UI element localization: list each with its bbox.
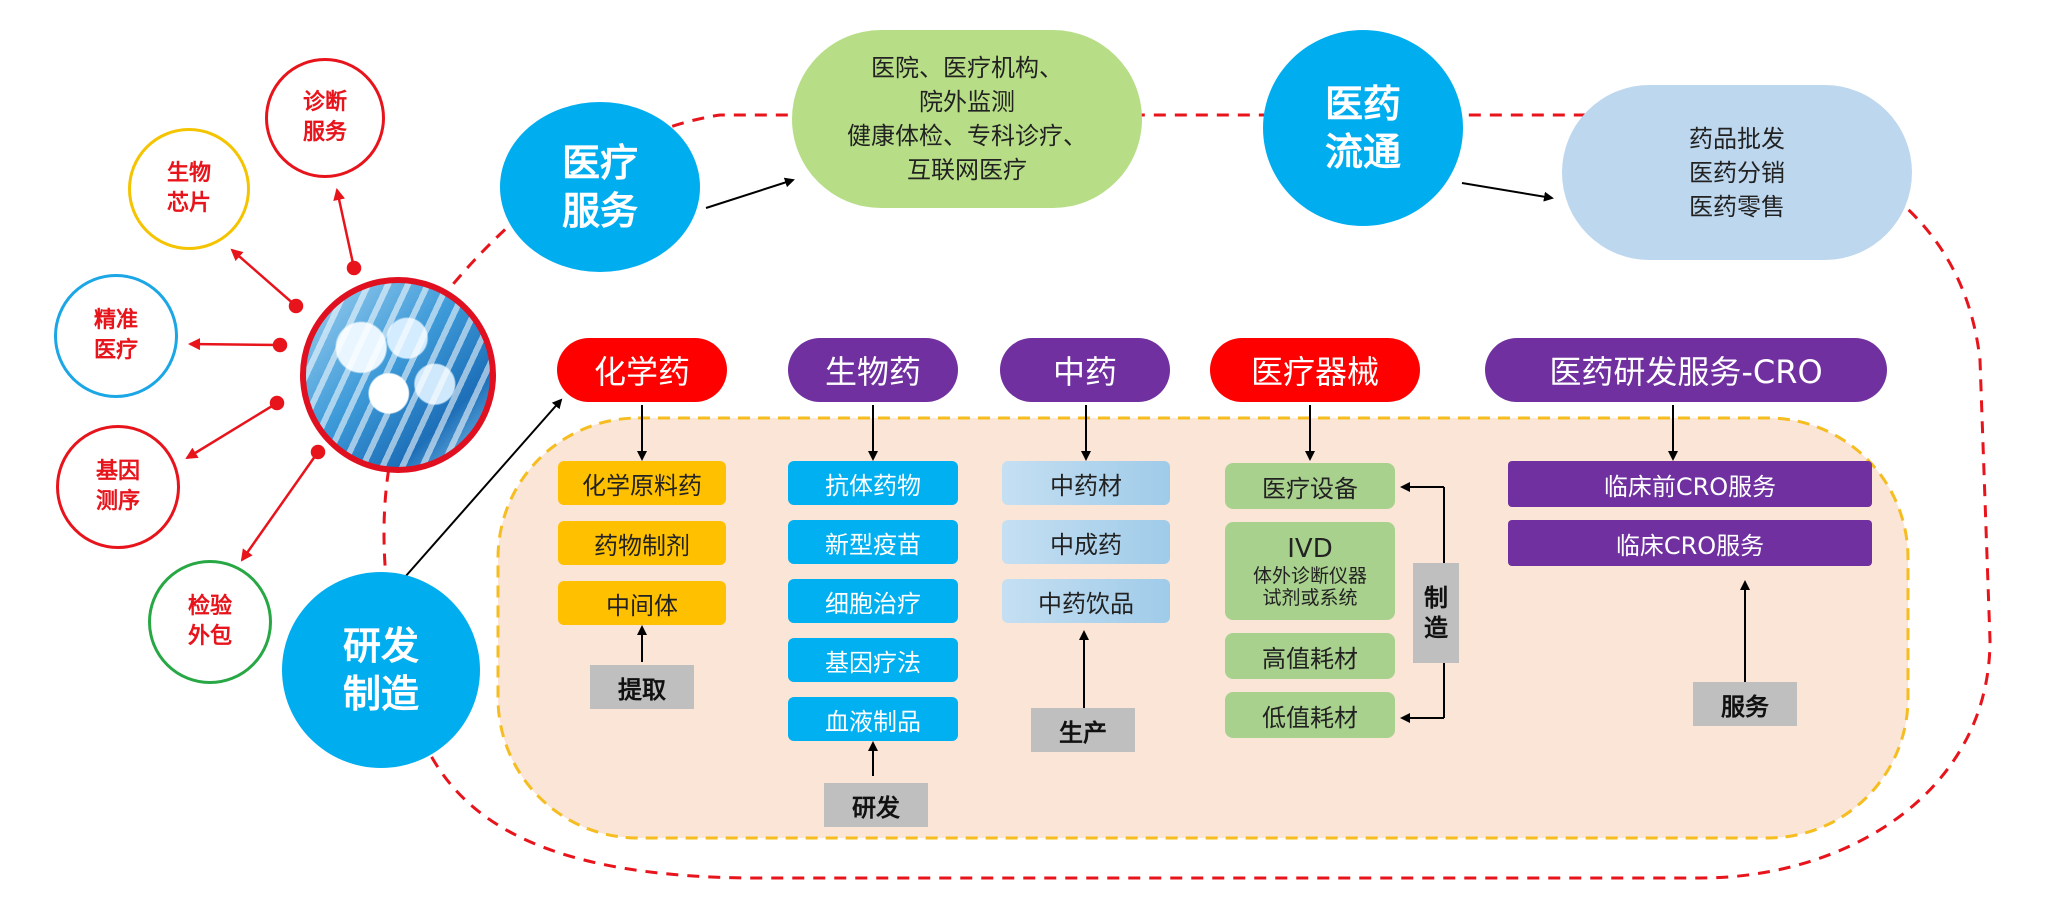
item-ivd: IVD 体外诊断仪器 试剂或系统 <box>1225 522 1395 620</box>
category-tcm: 中药 <box>1000 338 1170 402</box>
item-chemical-raw-material: 化学原料药 <box>558 461 726 505</box>
category-biologic-drug: 生物药 <box>788 338 958 402</box>
item-new-vaccine: 新型疫苗 <box>788 520 958 564</box>
item-gene-therapy: 基因疗法 <box>788 638 958 682</box>
item-low-value-consumables: 低值耗材 <box>1225 692 1395 738</box>
satellite-diagnostic-service: 诊断 服务 <box>265 58 385 178</box>
process-research: 研发 <box>824 783 928 827</box>
item-tcm-pieces: 中药饮品 <box>1002 579 1170 623</box>
process-extraction: 提取 <box>590 665 694 709</box>
hub-pharma-distribution: 医药 流通 <box>1263 30 1463 226</box>
item-high-value-consumables: 高值耗材 <box>1225 633 1395 679</box>
hub-rnd-manufacturing: 研发 制造 <box>282 572 480 768</box>
item-tcm-herbs: 中药材 <box>1002 461 1170 505</box>
ivd-subtitle: 体外诊断仪器 试剂或系统 <box>1252 565 1367 609</box>
satellite-testing-outsourcing: 检验 外包 <box>148 560 272 684</box>
item-intermediate: 中间体 <box>558 581 726 625</box>
hub-medical-service: 医疗 服务 <box>500 102 700 272</box>
category-medical-device: 医疗器械 <box>1210 338 1420 402</box>
category-chemical-drug: 化学药 <box>557 338 727 402</box>
item-clinical-cro: 临床CRO服务 <box>1508 520 1872 566</box>
item-cell-therapy: 细胞治疗 <box>788 579 958 623</box>
distribution-description: 药品批发 医药分销 医药零售 <box>1562 85 1912 260</box>
medical-service-description: 医院、医疗机构、 院外监测 健康体检、专科诊疗、 互联网医疗 <box>792 30 1142 208</box>
satellite-gene-sequencing: 基因 测序 <box>56 425 180 549</box>
item-blood-products: 血液制品 <box>788 697 958 741</box>
lab-vials-photo <box>300 277 496 473</box>
item-antibody-drug: 抗体药物 <box>788 461 958 505</box>
category-cro: 医药研发服务-CRO <box>1485 338 1887 402</box>
item-drug-formulation: 药物制剂 <box>558 521 726 565</box>
process-service: 服务 <box>1693 682 1797 726</box>
item-medical-equipment: 医疗设备 <box>1225 463 1395 509</box>
satellite-precision-medicine: 精准 医疗 <box>54 274 178 398</box>
item-tcm-patent: 中成药 <box>1002 520 1170 564</box>
item-preclinical-cro: 临床前CRO服务 <box>1508 461 1872 507</box>
process-production: 生产 <box>1031 708 1135 752</box>
satellite-biochip: 生物 芯片 <box>128 128 250 250</box>
ivd-title: IVD <box>1287 534 1333 564</box>
process-manufacture: 制 造 <box>1413 563 1459 663</box>
